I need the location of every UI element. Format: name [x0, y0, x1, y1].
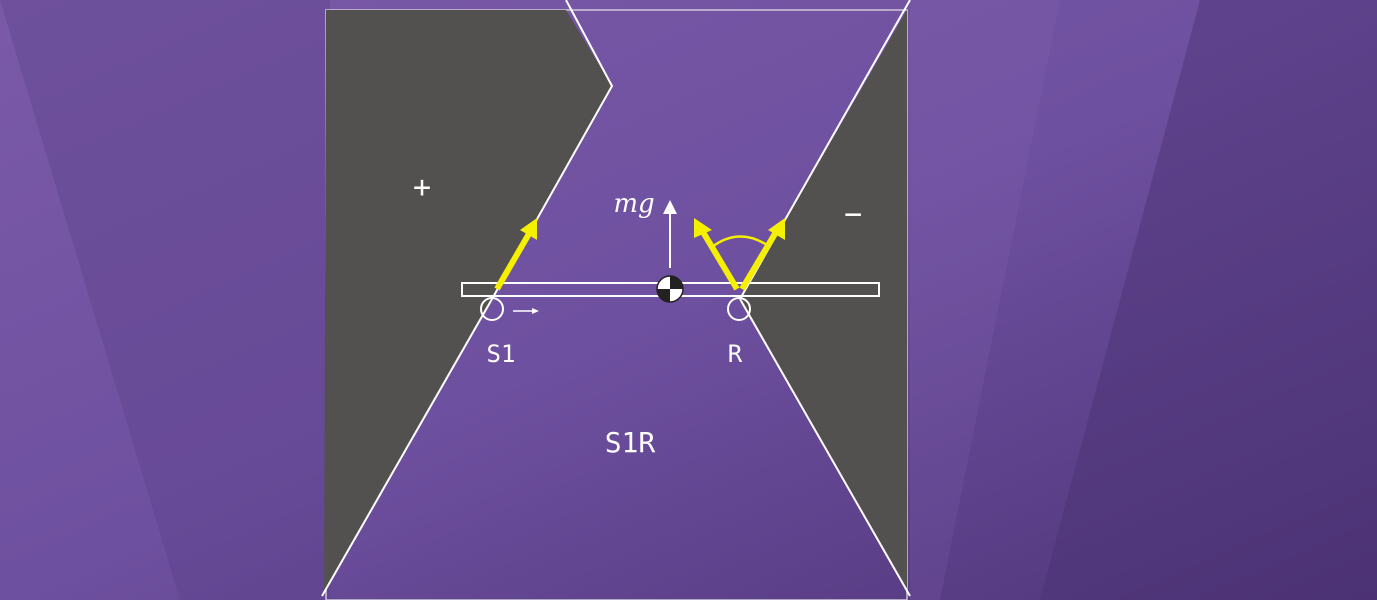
positive-region-label: + [413, 170, 431, 205]
left-cone-lower-boundary [321, 298, 493, 597]
right-contact-point [727, 297, 751, 321]
right-contact-force-arrowhead-b [768, 218, 785, 240]
background-shade [1040, 0, 1377, 600]
left-dark-region [324, 10, 612, 591]
left-contact-label: S1 [487, 340, 516, 368]
background-highlight [910, 0, 1060, 600]
right-contact-force-arrow-a [700, 230, 740, 291]
background-shade [0, 0, 330, 600]
left-contact-force-arrowhead [520, 218, 537, 240]
gravity-label: mg [613, 189, 654, 219]
left-contact-force-arrow [494, 230, 533, 291]
contact-mode-label: S1R [605, 426, 656, 459]
slide-direction-arrowhead [532, 308, 539, 314]
right-contact-label: R [728, 340, 743, 368]
gravity-arrowhead [663, 200, 677, 214]
right-cone-lower-boundary [739, 298, 911, 597]
right-contact-force-arrow-b [739, 230, 779, 291]
right-dark-region [740, 10, 907, 591]
negative-region-label: − [844, 197, 862, 232]
angle-arc [711, 235, 771, 249]
right-contact-force-arrowhead-a [694, 218, 712, 238]
center-of-mass-icon [656, 275, 684, 303]
left-contact-point [480, 297, 504, 321]
